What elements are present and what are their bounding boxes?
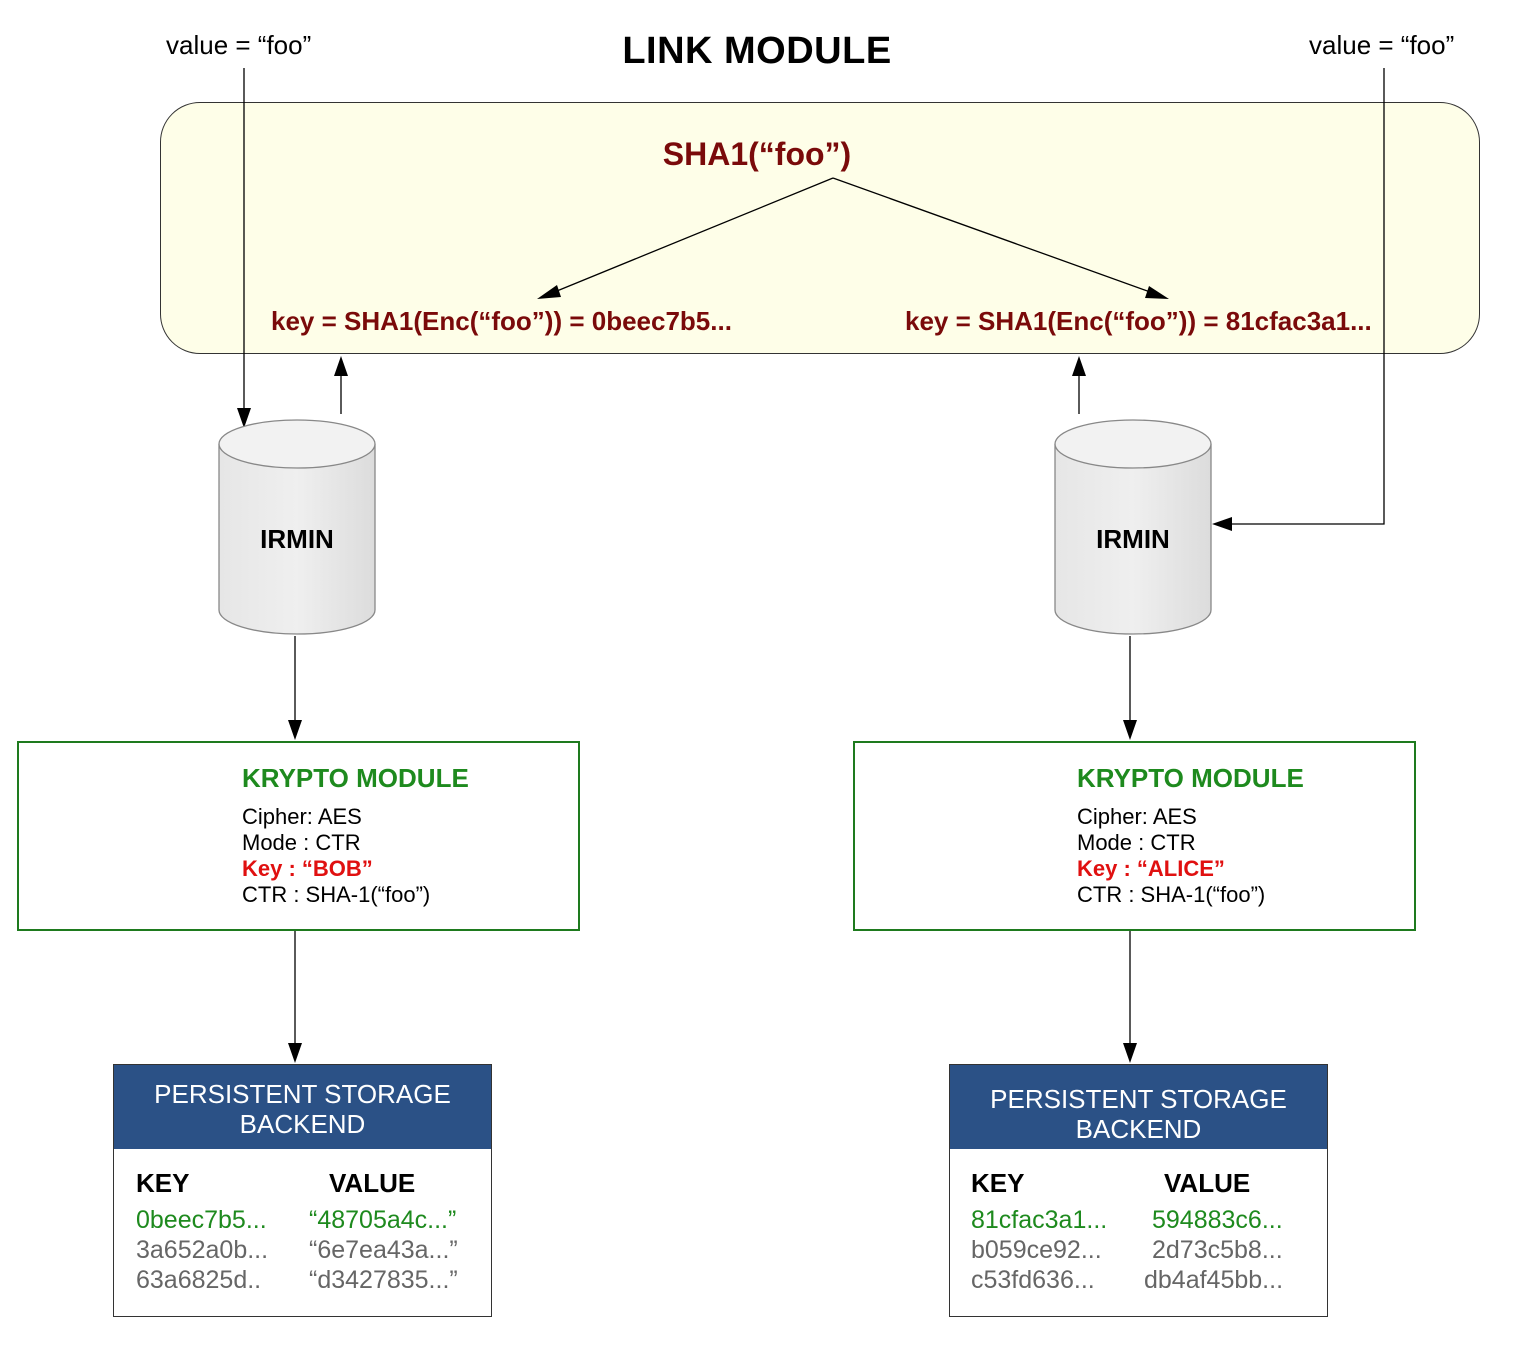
sha-split-arrow-left — [551, 177, 834, 294]
storage-right-title-line1: PERSISTENT STORAGE — [990, 1084, 1287, 1114]
table-cell-key: 63a6825d.. — [136, 1266, 262, 1294]
krypto-right-ctr: CTR : SHA-1(“foo”) — [1077, 882, 1266, 907]
table-cell-value: “48705a4c...” — [309, 1206, 457, 1234]
storage-right-header: PERSISTENT STORAGE BACKEND — [950, 1065, 1327, 1149]
krypto-right-key: Key : “ALICE” — [1077, 856, 1225, 881]
value-label-left: value = “foo” — [166, 30, 312, 60]
sha1-foo-label: SHA1(“foo”) — [662, 136, 852, 172]
krypto-module-left — [17, 741, 580, 931]
krypto-left-mode: Mode : CTR — [242, 830, 361, 855]
value-right-line — [1230, 68, 1385, 525]
table-cell-key: 81cfac3a1... — [971, 1206, 1108, 1234]
arrowhead — [237, 408, 251, 428]
table-cell-value: 2d73c5b8... — [1152, 1236, 1283, 1264]
arrowhead — [334, 356, 348, 376]
storage-backend-left: PERSISTENT STORAGE BACKEND — [113, 1064, 492, 1317]
diagram-title: LINK MODULE — [622, 30, 892, 72]
link-module-box — [160, 102, 1480, 354]
arrowhead — [537, 285, 561, 299]
storage-left-title-line2: BACKEND — [239, 1109, 366, 1139]
arrowhead — [288, 1043, 302, 1063]
table-cell-value: 594883c6... — [1152, 1206, 1283, 1234]
storage-right-title-line2: BACKEND — [1075, 1114, 1202, 1144]
krypto-left-cipher: Cipher: AES — [242, 804, 362, 829]
krypto-module-right — [853, 741, 1416, 931]
krypto-right-cipher: Cipher: AES — [1077, 804, 1197, 829]
key-left-label: key = SHA1(Enc(“foo”)) = 0beec7b5... — [271, 306, 732, 336]
table-cell-value: “6e7ea43a...” — [309, 1236, 458, 1264]
sha-split-arrow-right — [832, 177, 1154, 294]
table-cell-value: “d3427835...” — [309, 1266, 458, 1294]
table-cell-key: c53fd636... — [971, 1266, 1095, 1294]
storage-left-header: PERSISTENT STORAGE BACKEND — [114, 1065, 491, 1149]
irmin-left-cylinder — [218, 419, 376, 635]
storage-left-title-line1: PERSISTENT STORAGE — [154, 1079, 451, 1109]
table-cell-key: 3a652a0b... — [136, 1236, 269, 1264]
storage-right-col-key: KEY — [971, 1168, 1025, 1198]
storage-left-col-key: KEY — [136, 1168, 190, 1198]
arrowhead — [288, 720, 302, 740]
krypto-left-key: Key : “BOB” — [242, 856, 373, 881]
irmin-right-cylinder — [1054, 419, 1212, 635]
storage-right-col-value: VALUE — [1164, 1168, 1251, 1198]
key-right-label: key = SHA1(Enc(“foo”)) = 81cfac3a1... — [905, 306, 1372, 336]
krypto-left-details: Cipher: AES Mode : CTR Key : “BOB” CTR :… — [242, 804, 430, 908]
storage-left-col-value: VALUE — [329, 1168, 416, 1198]
krypto-right-title: KRYPTO MODULE — [1077, 763, 1304, 793]
arrowhead — [1145, 286, 1169, 299]
irmin-left-label: IRMIN — [260, 524, 334, 554]
krypto-left-ctr: CTR : SHA-1(“foo”) — [242, 882, 431, 907]
table-cell-key: b059ce92... — [971, 1236, 1102, 1264]
krypto-left-title: KRYPTO MODULE — [242, 763, 469, 793]
table-cell-key: 0beec7b5... — [136, 1206, 267, 1234]
arrowhead — [1072, 356, 1086, 376]
table-cell-value: db4af45bb... — [1144, 1266, 1284, 1294]
krypto-right-mode: Mode : CTR — [1077, 830, 1196, 855]
value-label-right: value = “foo” — [1309, 30, 1455, 60]
arrowhead — [1123, 720, 1137, 740]
krypto-right-details: Cipher: AES Mode : CTR Key : “ALICE” CTR… — [1077, 804, 1265, 908]
arrowhead — [1212, 517, 1232, 531]
storage-backend-right: PERSISTENT STORAGE BACKEND — [949, 1064, 1328, 1317]
arrowhead — [1123, 1043, 1137, 1063]
irmin-right-label: IRMIN — [1096, 524, 1170, 554]
